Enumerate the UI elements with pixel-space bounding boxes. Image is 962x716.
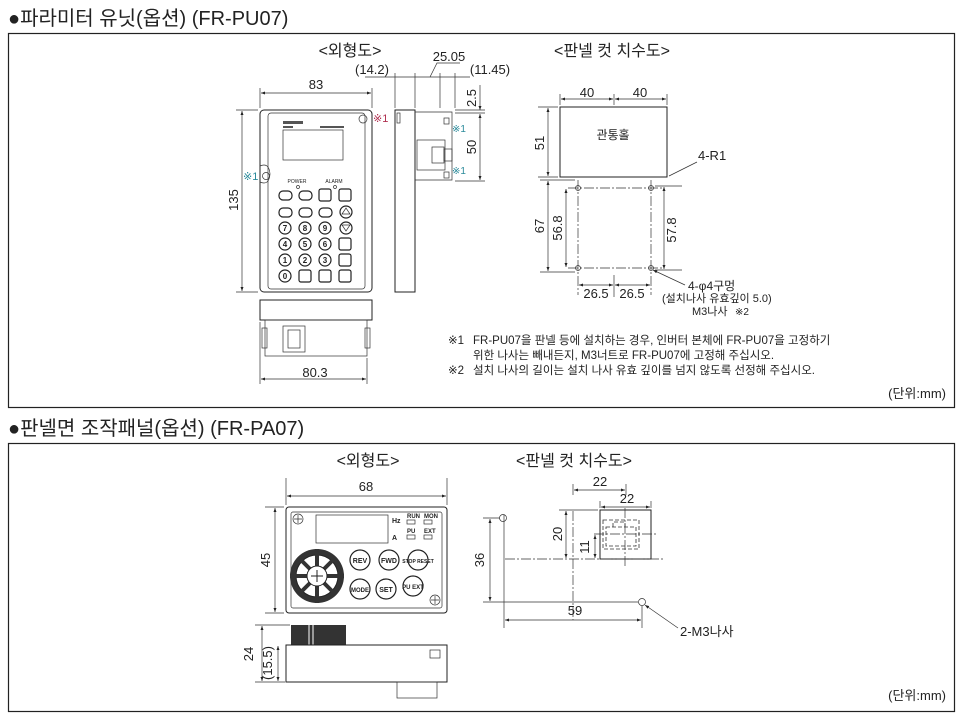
screw-label: 2-M3나사 bbox=[680, 624, 734, 639]
key-9: 9 bbox=[323, 224, 328, 233]
dim-51: 51 bbox=[532, 136, 547, 150]
dim-56-8: 56.8 bbox=[550, 215, 565, 240]
set-button: SET bbox=[379, 587, 393, 594]
key-6: 6 bbox=[323, 240, 328, 249]
dim-height-45: 45 bbox=[258, 553, 273, 567]
dim-22-outer: 22 bbox=[593, 474, 607, 489]
pu07-panel-cut: 관통홀 40 40 51 4-R1 67 56.8 57.8 26.5 26.5… bbox=[532, 85, 772, 318]
note-mark-1: ※1 bbox=[243, 171, 258, 183]
section2-frame bbox=[7, 442, 956, 713]
dim-depth-25-05: 25.05 bbox=[433, 49, 466, 64]
dim-width-80-3: 80.3 bbox=[302, 365, 327, 380]
note-1-line-2: 위한 나사는 빼내든지, M3너트로 FR-PU07에 고정해 주십시오. bbox=[473, 349, 774, 362]
key-1: 1 bbox=[283, 256, 288, 265]
dim-40-right: 40 bbox=[633, 85, 647, 100]
note-2-line-1: 설치 나사의 길이는 설치 나사 유효 깊이를 넘지 않도록 선정해 주십시오. bbox=[473, 364, 815, 377]
dim-40-left: 40 bbox=[580, 85, 594, 100]
indicator-mon: MON bbox=[424, 514, 438, 520]
section2-title: ●판넬면 조작패널(옵션) (FR-PA07) bbox=[8, 417, 304, 440]
note-2-mark: ※2 bbox=[448, 365, 464, 377]
dim-22-inner: 22 bbox=[620, 491, 634, 506]
note-mark-1: ※1 bbox=[373, 113, 388, 125]
panel-cut-heading: <판넬 컷 치수도> bbox=[554, 42, 670, 60]
notes: ※1 FR-PU07을 판넬 등에 설치하는 경우, 인버터 본체에 FR-PU… bbox=[448, 333, 830, 377]
dim-depth-14-2: (14.2) bbox=[355, 62, 389, 77]
indicator-ext: EXT bbox=[424, 529, 436, 535]
note-1-line-1: FR-PU07을 판넬 등에 설치하는 경우, 인버터 본체에 FR-PU07을… bbox=[473, 333, 830, 347]
setting-dial bbox=[290, 549, 344, 603]
dim-59: 59 bbox=[568, 603, 582, 618]
indicator-run: RUN bbox=[407, 514, 420, 520]
hole-note-mark: ※2 bbox=[735, 307, 749, 318]
dim-36: 36 bbox=[472, 553, 487, 567]
pa07-front-view: Hz A RUN MON PU EXT REV FWD STOP RESET M… bbox=[258, 478, 448, 614]
key-8: 8 bbox=[303, 224, 308, 233]
pa07-panel-cut: 22 22 20 11 36 59 2-M3나사 bbox=[472, 474, 734, 639]
dim-depth-15-5: (15.5) bbox=[260, 646, 275, 680]
outline-heading: <외형도> bbox=[319, 42, 382, 60]
key-5: 5 bbox=[303, 240, 308, 249]
dim-11: 11 bbox=[577, 540, 592, 554]
dim-20: 20 bbox=[550, 527, 565, 541]
dim-depth-11-45: (11.45) bbox=[470, 62, 510, 77]
key-3: 3 bbox=[323, 256, 328, 265]
dim-26-5-right: 26.5 bbox=[619, 286, 644, 301]
dim-57-8: 57.8 bbox=[664, 217, 679, 242]
hole-note-2: (설치나사 유효깊이 5.0) bbox=[662, 292, 772, 305]
alarm-led-label: ALARM bbox=[325, 179, 342, 185]
stop-reset-button: STOP RESET bbox=[402, 559, 434, 565]
dim-offset-2-5: 2.5 bbox=[464, 89, 479, 107]
dim-67: 67 bbox=[532, 219, 547, 233]
key-4: 4 bbox=[283, 240, 288, 249]
outline-heading: <외형도> bbox=[337, 452, 400, 470]
dim-26-5-left: 26.5 bbox=[583, 286, 608, 301]
fwd-button: FWD bbox=[381, 558, 397, 565]
section1-title: ●파라미터 유닛(옵션) (FR-PU07) bbox=[8, 7, 288, 30]
dim-width-68: 68 bbox=[359, 479, 373, 494]
note-1-mark: ※1 bbox=[448, 335, 464, 347]
key-2: 2 bbox=[303, 256, 308, 265]
unit-label: (단위:mm) bbox=[888, 386, 946, 401]
key-0: 0 bbox=[283, 272, 288, 281]
note-mark-1: ※1 bbox=[452, 124, 466, 135]
pu07-bottom-view: 80.3 bbox=[259, 299, 373, 384]
key-7: 7 bbox=[283, 224, 288, 233]
pu-ext-button: PU EXT bbox=[402, 585, 424, 591]
rev-button: REV bbox=[353, 558, 368, 565]
hole-note-1: 4-φ4구멍 bbox=[688, 279, 735, 293]
power-led-label: POWER bbox=[288, 179, 307, 185]
dim-width-83: 83 bbox=[309, 77, 323, 92]
indicator-a: A bbox=[392, 535, 397, 542]
pu07-front-view: POWER ALARM 7 8 9 4 5 6 1 2 3 bbox=[226, 77, 388, 293]
through-hole-label: 관통홀 bbox=[596, 128, 629, 142]
pa07-side-view: 24 (15.5) bbox=[241, 624, 448, 699]
section1-frame bbox=[7, 32, 956, 409]
note-mark-1: ※1 bbox=[452, 166, 466, 177]
panel-cut-heading: <판넬 컷 치수도> bbox=[516, 452, 632, 470]
mode-button: MODE bbox=[351, 588, 369, 594]
radius-label: 4-R1 bbox=[698, 148, 726, 163]
indicator-hz: Hz bbox=[392, 518, 401, 525]
pu07-side-view: 25.05 (14.2) (11.45) 2.5 50 ※1 ※1 bbox=[355, 49, 510, 293]
dim-depth-24: 24 bbox=[241, 647, 256, 661]
dim-height-50: 50 bbox=[464, 140, 479, 154]
dim-height-135: 135 bbox=[226, 189, 241, 211]
indicator-pu: PU bbox=[407, 529, 415, 535]
keypad: 7 8 9 4 5 6 1 2 3 0 bbox=[278, 188, 353, 283]
hole-note-3: M3나사 bbox=[692, 305, 728, 318]
unit-label: (단위:mm) bbox=[888, 688, 946, 703]
